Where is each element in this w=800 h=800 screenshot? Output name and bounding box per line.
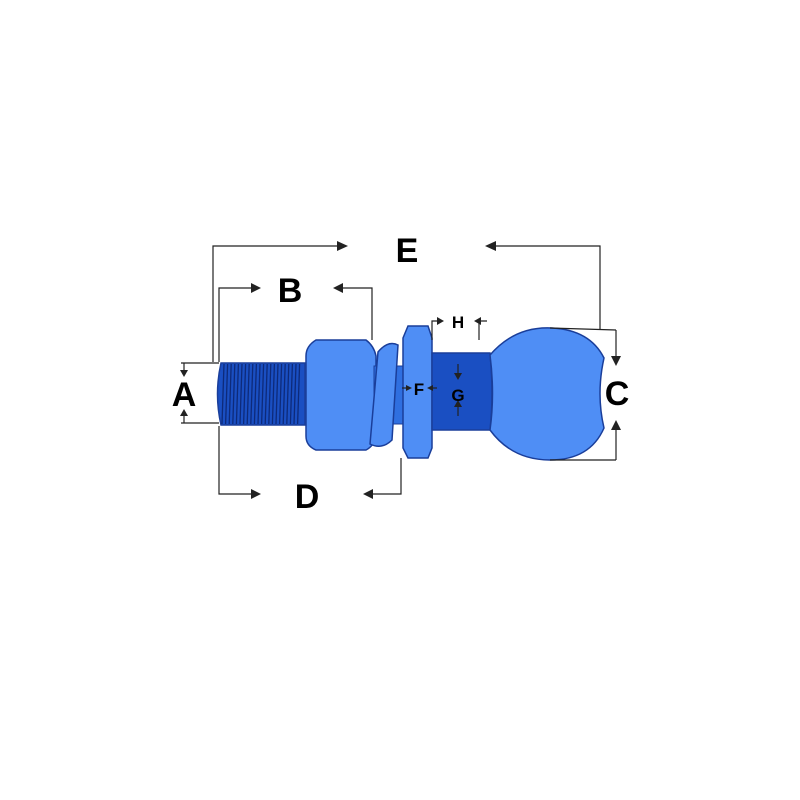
thread-line: [293, 363, 297, 425]
thread-line: [246, 363, 250, 425]
label-b: B: [278, 272, 303, 310]
label-g: G: [451, 386, 464, 405]
thread-line: [224, 363, 229, 425]
thread-line: [286, 363, 290, 425]
thread-line: [264, 363, 268, 425]
thread-line: [296, 363, 301, 425]
dimension-e: [212, 241, 601, 362]
threaded-shank: [216, 362, 306, 426]
thread-line: [253, 363, 258, 425]
thread-line: [239, 363, 243, 425]
dimension-b: [218, 283, 373, 362]
collar-flange: [402, 325, 433, 459]
thread-line: [275, 363, 279, 425]
label-f: F: [414, 380, 424, 399]
dimension-c: [549, 327, 621, 461]
thread-line: [235, 363, 240, 425]
thread-line: [250, 363, 254, 425]
thread-line: [242, 363, 247, 425]
thread-line: [271, 363, 276, 425]
thread-lines: [221, 363, 301, 425]
ball: [489, 327, 605, 461]
spring-washer: [369, 342, 399, 447]
thread-line: [228, 363, 232, 425]
dimension-a: [180, 362, 219, 424]
label-h: H: [452, 313, 464, 332]
thread-line: [289, 363, 294, 425]
thread-line: [268, 363, 272, 425]
nut: [305, 339, 377, 451]
thread-line: [282, 363, 286, 425]
thread-line: [232, 363, 236, 425]
dimension-h: [431, 317, 487, 340]
thread-line: [221, 363, 225, 425]
label-c: C: [605, 375, 630, 413]
dimension-g: [454, 364, 462, 416]
label-d: D: [295, 478, 320, 516]
thread-line: [260, 363, 265, 425]
dimension-f: [402, 385, 437, 391]
thread-line: [257, 363, 261, 425]
dimension-d: [218, 426, 402, 499]
label-e: E: [396, 232, 419, 270]
thread-line: [278, 363, 283, 425]
label-a: A: [172, 376, 197, 414]
